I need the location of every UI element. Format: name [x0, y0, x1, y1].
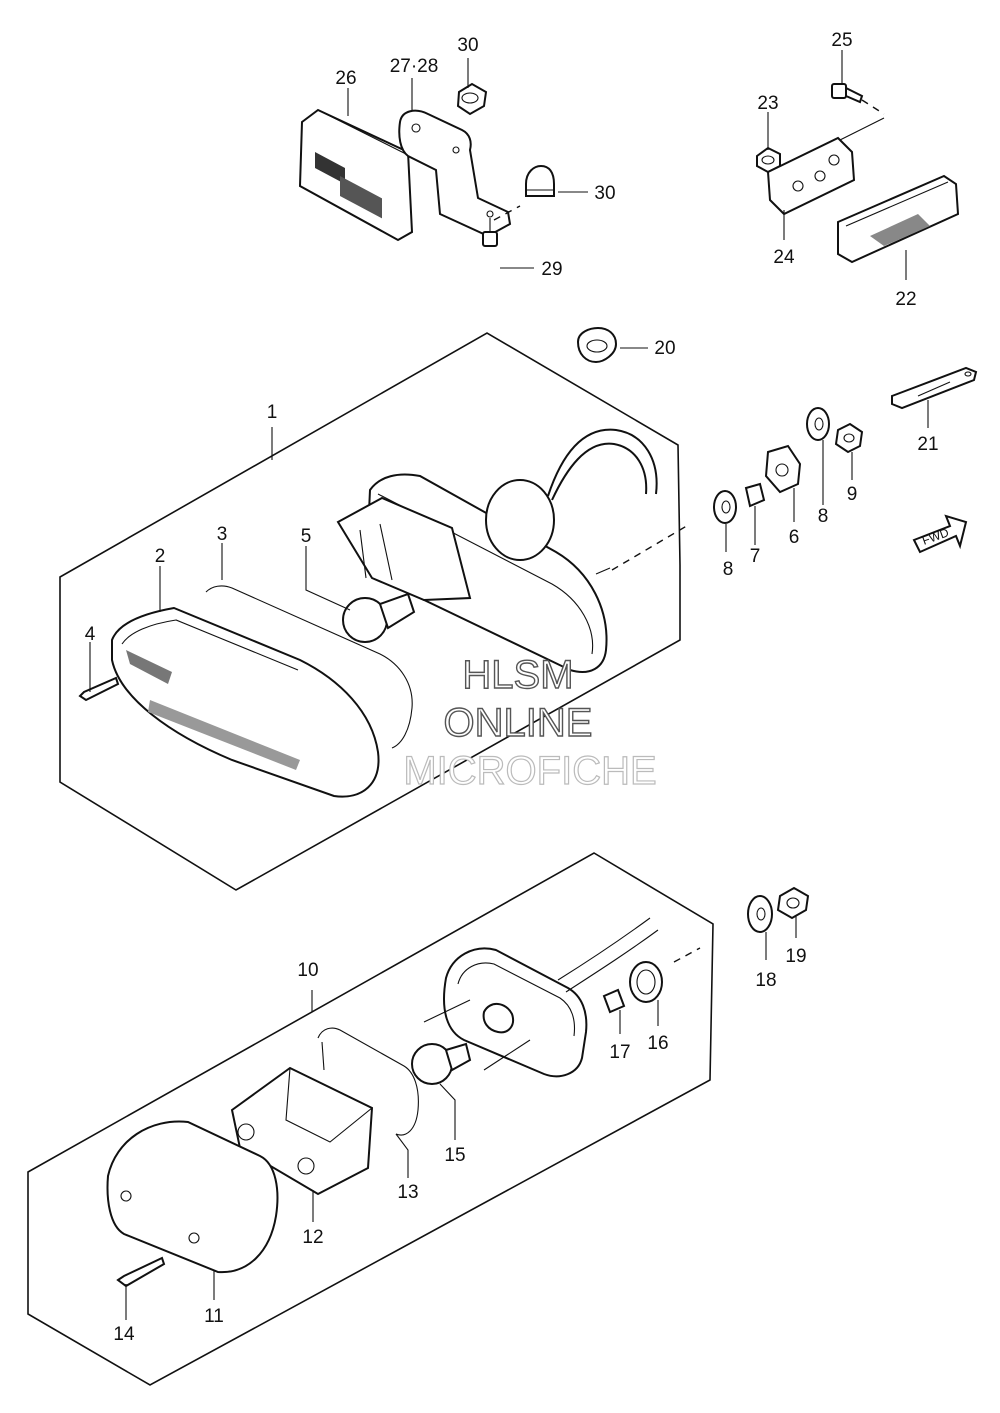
- watermark-line-1: HLSM: [462, 653, 573, 697]
- assembly-1-outline: [59, 332, 681, 891]
- callout-24: 24: [773, 247, 795, 268]
- nut-19: [776, 886, 810, 920]
- watermark: HLSM ONLINE MICROFICHE: [403, 652, 658, 793]
- nut-6: [764, 444, 802, 494]
- side-reflector-22: [837, 174, 960, 264]
- callout-3: 3: [217, 524, 228, 545]
- callout-4: 4: [85, 624, 96, 645]
- lens-2: [111, 606, 380, 798]
- washer-8-left: [713, 490, 737, 524]
- nut-9: [834, 422, 864, 454]
- callout-13: 13: [397, 1182, 418, 1203]
- fwd-arrow-icon: FWD: [912, 514, 968, 554]
- callout-22: 22: [895, 289, 916, 310]
- callout-9: 9: [847, 484, 858, 505]
- callout-21: 21: [917, 434, 938, 455]
- grommet-30-top: [456, 82, 488, 116]
- license-lamp-housing-10: [423, 917, 701, 1078]
- callout-23: 23: [757, 93, 778, 114]
- washer-8-right: [806, 407, 830, 441]
- spacer-7: [744, 482, 766, 508]
- grommet-20: [576, 326, 618, 364]
- callout-14: 14: [113, 1324, 135, 1345]
- bulb-15: [411, 1042, 472, 1085]
- clamp-21: [891, 366, 978, 410]
- bulb-5: [342, 592, 416, 643]
- screw-4: [78, 676, 120, 702]
- callout-7: 7: [750, 546, 761, 567]
- washer-18: [747, 895, 773, 933]
- watermark-line-2: ONLINE: [444, 701, 593, 745]
- gasket-3: [205, 585, 413, 749]
- callout-27-28: 27·28: [390, 56, 439, 77]
- callout-15: 15: [444, 1145, 465, 1166]
- lens-11: [106, 1120, 279, 1274]
- grommet-16: [629, 961, 663, 1003]
- callout-19: 19: [785, 946, 806, 967]
- cap-nut-30: [525, 164, 555, 197]
- callout-20: 20: [654, 338, 675, 359]
- bolt-25: [831, 83, 885, 115]
- callout-8-right: 8: [818, 506, 829, 527]
- callout-30-right: 30: [594, 183, 615, 204]
- callout-29: 29: [541, 259, 562, 280]
- reflector-26: [298, 108, 414, 242]
- watermark-line-3: MICROFICHE: [403, 749, 656, 793]
- callout-1: 1: [267, 402, 278, 423]
- callout-30-top: 30: [457, 35, 478, 56]
- screw-29: [482, 218, 498, 247]
- callout-8-left: 8: [723, 559, 734, 580]
- screw-14: [116, 1256, 166, 1288]
- callout-18: 18: [755, 970, 776, 991]
- callout-26: 26: [335, 68, 356, 89]
- callout-2: 2: [155, 546, 166, 567]
- callout-16: 16: [647, 1033, 668, 1054]
- callout-6: 6: [789, 527, 800, 548]
- taillamp-housing-1: [336, 428, 691, 673]
- reflector-bracket-24: [766, 117, 885, 216]
- callout-labels: 1 2 3 4 5 6 7 8 8 9 10 11 12 13 14 15 16…: [85, 30, 939, 1345]
- callout-10: 10: [297, 960, 318, 981]
- callout-5: 5: [301, 526, 312, 547]
- spacer-17: [602, 988, 626, 1014]
- assembly-10-outline: [27, 852, 714, 1386]
- gasket-13: [317, 1027, 419, 1136]
- callout-11: 11: [204, 1306, 224, 1327]
- callout-25: 25: [831, 30, 852, 51]
- bracket-27-28: [398, 109, 521, 238]
- callout-17: 17: [609, 1042, 630, 1063]
- callout-12: 12: [302, 1227, 323, 1248]
- leader-lines: [89, 50, 929, 1320]
